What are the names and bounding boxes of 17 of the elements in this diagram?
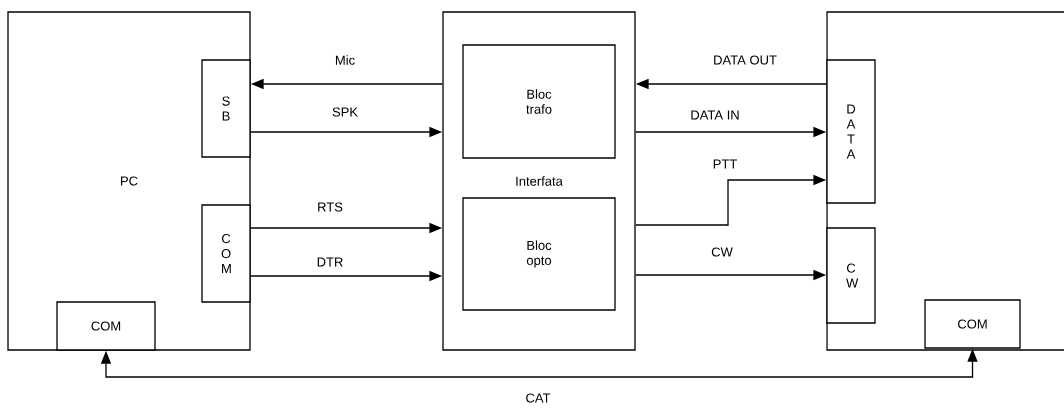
port-box: C W	[826, 227, 876, 324]
edge-label: DATA IN	[689, 109, 741, 121]
edge-label: PTT	[711, 158, 739, 170]
port-box: S B	[201, 59, 251, 158]
port-box: COM	[56, 301, 156, 351]
edge-label: DTR	[315, 256, 345, 268]
module-box: Bloc trafo	[462, 44, 616, 159]
module-box: Bloc opto	[462, 197, 616, 311]
port-box: D A T A	[826, 59, 876, 204]
edge-label: SPK	[331, 106, 359, 118]
edge-label: CW	[710, 246, 734, 258]
edge-label: DATA OUT	[712, 54, 778, 66]
port-box: C O M	[201, 204, 251, 303]
edge-label: CAT	[524, 392, 552, 404]
edge-label: RTS	[316, 201, 344, 213]
port-box: COM	[924, 299, 1021, 349]
edge-label: Mic	[333, 54, 357, 66]
